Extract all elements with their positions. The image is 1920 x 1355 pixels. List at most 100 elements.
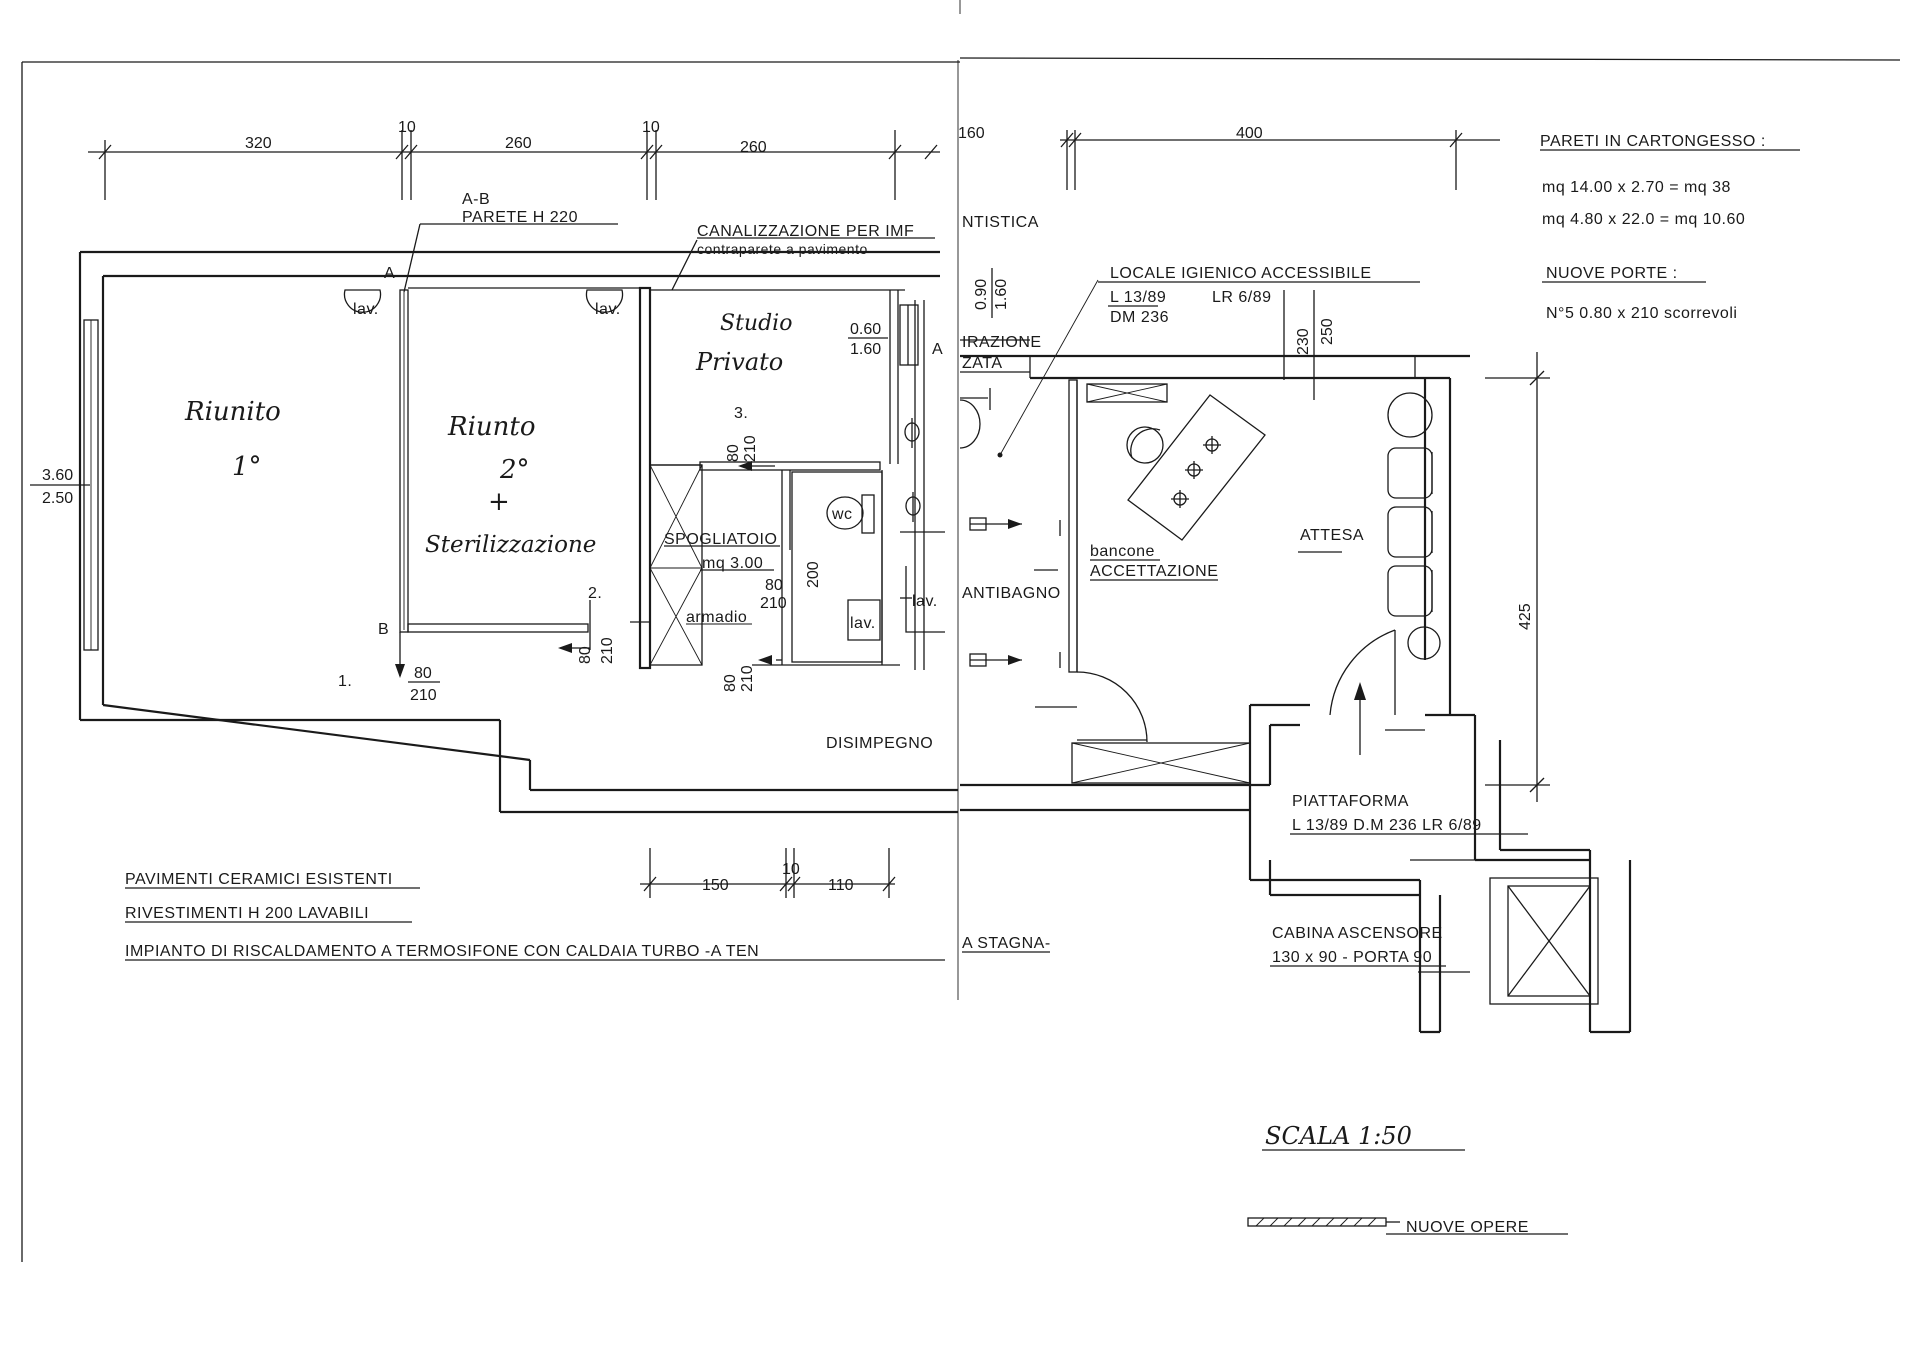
dim-110: 110: [828, 877, 854, 894]
dim-230: 230: [1295, 328, 1312, 355]
svg-text:lav.: lav.: [353, 301, 379, 318]
label-armadio: armadio: [686, 609, 747, 626]
svg-text:2°: 2°: [499, 455, 530, 485]
svg-text:Riunito: Riunito: [184, 397, 281, 427]
note-pavimenti: PAVIMENTI CERAMICI ESISTENTI: [125, 871, 393, 888]
piattaforma-note: PIATTAFORMA L 13/89 D.M 236 LR 6/89: [1290, 793, 1528, 835]
label-cabina-ascensore: CABINA ASCENSORE: [1272, 925, 1443, 942]
dim-1-60-v: 1.60: [993, 279, 1010, 310]
plant-icon: [1387, 392, 1433, 438]
dim-0-60: 0.60: [850, 321, 881, 338]
hatch-swatch: [1247, 1217, 1387, 1227]
svg-text:80: 80: [725, 444, 742, 462]
svg-text:1.: 1.: [338, 673, 352, 690]
note-pareti-1: mq 14.00 x 2.70 = mq 38: [1542, 179, 1731, 196]
sink-lav-4: lav.: [900, 593, 937, 610]
dim-0-90: 0.90: [973, 279, 990, 310]
marker-b: B: [378, 621, 389, 638]
dim-160: 160: [958, 125, 985, 142]
dim-400: 400: [1236, 125, 1263, 142]
label-bancone: bancone: [1090, 543, 1155, 560]
room-riunito-2: Riunto 2° + Sterilizzazione: [425, 412, 596, 558]
svg-text:210: 210: [742, 435, 759, 462]
label-spogliatoio: SPOGLIATOIO: [664, 531, 777, 548]
dim-10: 10: [782, 861, 800, 878]
dim-10-a: 10: [398, 119, 416, 136]
label-canalizzazione-cont: NTISTICA: [962, 214, 1039, 231]
svg-text:200: 200: [805, 561, 822, 588]
elevator-shaft: CABINA ASCENSORE 130 x 90 - PORTA 90: [1270, 877, 1599, 1005]
waiting-chairs: [1387, 392, 1441, 660]
dim-1-60: 1.60: [850, 341, 881, 358]
chair-icon: [1387, 447, 1433, 499]
chair-icon: [1387, 565, 1433, 617]
label-antibagno: ANTIBAGNO: [962, 585, 1061, 602]
dim-260-a: 260: [505, 135, 532, 152]
svg-text:210: 210: [739, 665, 756, 692]
note-rivestimenti: RIVESTIMENTI H 200 LAVABILI: [125, 905, 369, 922]
svg-text:SCALA 1:50: SCALA 1:50: [1265, 1122, 1412, 1150]
chair-icon: [1126, 426, 1164, 464]
label-piattaforma: PIATTAFORMA: [1292, 793, 1409, 810]
note-pareti-title: PARETI IN CARTONGESSO :: [1540, 133, 1766, 150]
sink-lav-3: lav.: [847, 599, 881, 641]
note-impianto-cont: A STAGNA-: [962, 935, 1051, 952]
right-sheet-walls: IRAZIONE ZATA: [960, 334, 1632, 1034]
svg-text:80: 80: [722, 674, 739, 692]
canalizzazione-note: CANALIZZAZIONE PER IMF NTISTICA contrapa…: [671, 214, 1039, 291]
chair-icon: [1387, 506, 1433, 558]
label-contraparete: contraparete a pavimento: [697, 241, 868, 257]
toilet-icon: wc: [826, 494, 875, 534]
label-cabina-dim: 130 x 90 - PORTA 90: [1272, 949, 1432, 966]
dim-250: 250: [1319, 318, 1336, 345]
svg-text:Privato: Privato: [695, 348, 783, 376]
room-studio-privato: Studio Privato 3. 0.60 1.60 80 210: [650, 289, 905, 471]
legend-nuove-opere: NUOVE OPERE: [1247, 1217, 1568, 1236]
svg-text:80: 80: [765, 577, 783, 594]
svg-text:wc: wc: [831, 506, 853, 523]
plant-icon: [1407, 626, 1441, 660]
svg-text:lav.: lav.: [595, 301, 621, 318]
svg-text:210: 210: [760, 595, 787, 612]
wc-room: wc lav. 80 210: [722, 470, 900, 692]
room-riunito-1: Riunito 1°: [184, 397, 281, 482]
left-sheet-right-edge: A lav. 0.90 1.60: [899, 268, 1010, 670]
label-a-b: A-B: [462, 191, 490, 208]
note-impianto: IMPIANTO DI RISCALDAMENTO A TERMOSIFONE …: [125, 943, 759, 960]
svg-text:Riunto: Riunto: [447, 412, 535, 442]
bath-fixtures-right: ANTIBAGNO: [959, 279, 1099, 668]
dim-2-50: 2.50: [42, 490, 73, 507]
door-1-annotation: 1. 80 210: [338, 632, 440, 704]
dim-150: 150: [702, 877, 729, 894]
dim-10-b: 10: [642, 119, 660, 136]
svg-text:+: +: [488, 487, 510, 517]
label-irazione: IRAZIONE: [962, 334, 1042, 351]
svg-text:210: 210: [599, 637, 616, 664]
label-mq-3-00: mq 3.00: [702, 555, 763, 572]
left-building-outline: 3.60 2.50: [30, 250, 958, 814]
svg-text:80: 80: [577, 646, 594, 664]
label-dm-236: DM 236: [1110, 309, 1169, 326]
svg-text:Sterilizzazione: Sterilizzazione: [425, 532, 596, 558]
reception-desk: bancone ACCETTAZIONE: [1090, 394, 1266, 581]
label-disimpegno: DISIMPEGNO: [826, 735, 933, 752]
entrance-door: [1329, 629, 1425, 755]
label-zata: ZATA: [962, 355, 1003, 372]
label-l-13-89: L 13/89: [1110, 289, 1166, 306]
label-canalizzazione: CANALIZZAZIONE PER IMF: [697, 223, 914, 240]
label-lr-6-89: LR 6/89: [1212, 289, 1272, 306]
svg-text:Studio: Studio: [720, 311, 792, 336]
dim-425-chain: 425: [1485, 352, 1550, 802]
workstation-icon: [1171, 436, 1221, 508]
door-swing-antibagno: [1035, 671, 1251, 784]
locale-igienico-note: LOCALE IGIENICO ACCESSIBILE L 13/89 LR 6…: [1098, 265, 1420, 400]
svg-text:1°: 1°: [232, 452, 262, 482]
dim-260-b: 260: [740, 139, 767, 156]
top-dimension-chain: 320 10 260 10 260 160 400: [88, 119, 1500, 200]
label-piattaforma-norms: L 13/89 D.M 236 LR 6/89: [1292, 817, 1482, 834]
dim-320: 320: [245, 135, 272, 152]
dim-3-60: 3.60: [42, 467, 73, 484]
note-porte-title: NUOVE PORTE :: [1546, 265, 1678, 282]
sheet-borders: [21, 0, 1901, 1262]
